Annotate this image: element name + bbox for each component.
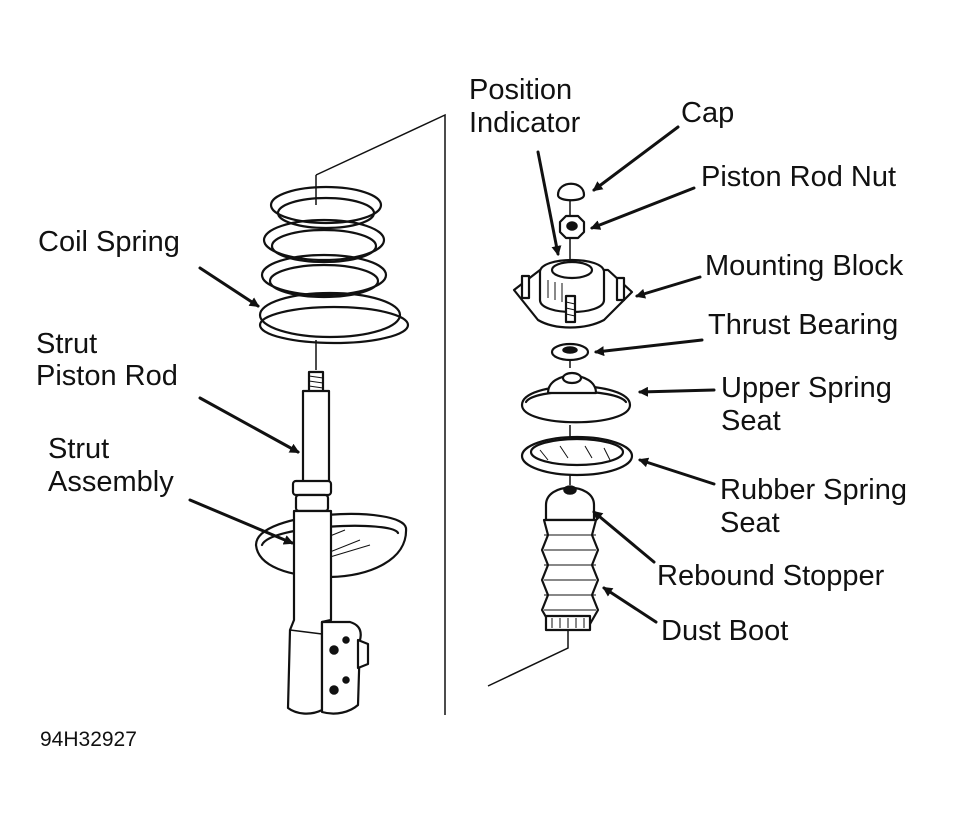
leader-strut-piston-rod (198, 396, 300, 454)
label-position-indicator-line2: Indicator (469, 107, 581, 139)
cap (556, 182, 586, 202)
thrust-bearing (550, 342, 590, 362)
leader-mounting-block (635, 275, 702, 299)
piston-rod-nut (558, 214, 586, 240)
leader-thrust-bearing (594, 338, 704, 357)
label-strut-assembly-line2: Assembly (48, 466, 174, 498)
leader-rubber-spring-seat (638, 457, 716, 486)
label-dust-boot: Dust Boot (661, 615, 788, 647)
rebound-stopper (544, 485, 596, 522)
label-cap: Cap (681, 97, 734, 129)
leader-upper-spring-seat (638, 386, 716, 397)
label-rubber-spring-seat-line2: Seat (720, 507, 780, 539)
label-rebound-stopper: Rebound Stopper (657, 560, 885, 592)
reference-lines (315, 113, 571, 715)
leader-coil-spring (198, 266, 260, 308)
figure-code: 94H32927 (40, 728, 137, 751)
coil-spring (258, 185, 410, 345)
label-strut-piston-rod-line2: Piston Rod (36, 360, 178, 392)
label-upper-spring-seat-line1: Upper Spring (721, 372, 892, 404)
strut-assembly (254, 479, 408, 715)
leader-piston-rod-nut (590, 186, 696, 230)
leader-position-indicator (536, 150, 562, 256)
label-position-indicator-line1: Position (469, 74, 572, 106)
label-strut-piston-rod-line1: Strut (36, 328, 97, 360)
dust-boot (540, 518, 600, 632)
label-rubber-spring-seat-line1: Rubber Spring (720, 474, 907, 506)
mounting-block (512, 258, 634, 329)
strut-piston-rod (301, 370, 331, 485)
label-mounting-block: Mounting Block (705, 250, 904, 282)
label-piston-rod-nut: Piston Rod Nut (701, 161, 896, 193)
label-coil-spring: Coil Spring (38, 226, 180, 258)
label-strut-assembly-line1: Strut (48, 433, 109, 465)
leader-rebound-stopper (592, 510, 656, 564)
leader-dust-boot (602, 586, 658, 624)
labels: Coil Spring Strut Piston Rod Strut Assem… (36, 74, 907, 751)
upper-spring-seat (520, 371, 632, 424)
leader-strut-assembly (188, 498, 294, 545)
rubber-spring-seat (520, 435, 634, 477)
label-thrust-bearing: Thrust Bearing (708, 309, 898, 341)
leader-cap (592, 125, 680, 192)
leader-lines (188, 125, 716, 624)
label-upper-spring-seat-line2: Seat (721, 405, 781, 437)
